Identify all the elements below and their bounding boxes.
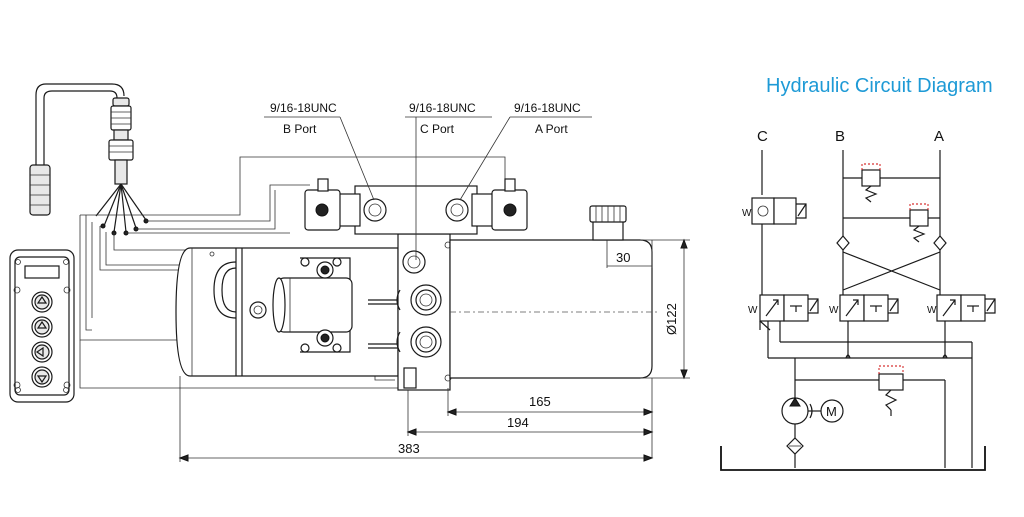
pendant-button-4 xyxy=(31,366,53,388)
pump-manifold xyxy=(396,233,452,391)
port-a-label: A Port xyxy=(535,122,568,136)
port-b-label: B Port xyxy=(283,122,317,136)
circuit-port-a: A xyxy=(934,128,944,145)
port-a-thread: 9/16-18UNC xyxy=(514,101,581,115)
directional-valve-c xyxy=(759,294,819,331)
starter-solenoid xyxy=(213,257,353,353)
motor-label: M xyxy=(826,404,837,419)
directional-valve-a xyxy=(936,294,996,322)
electric-motor xyxy=(175,247,399,377)
hydraulic-circuit: W W W W M xyxy=(720,150,996,471)
pendant-button-1 xyxy=(31,291,53,313)
dimension-30: 30 xyxy=(616,250,630,265)
port-leaders xyxy=(264,116,592,201)
circuit-title: Hydraulic Circuit Diagram xyxy=(766,75,993,97)
dimension-165: 165 xyxy=(529,394,551,409)
port-b-thread: 9/16-18UNC xyxy=(270,101,337,115)
remote-pendant xyxy=(9,83,125,403)
spring-mark-1: W xyxy=(742,208,752,219)
reservoir-symbol xyxy=(720,446,986,471)
dimension-194: 194 xyxy=(507,415,529,430)
circuit-port-c: C xyxy=(757,128,768,145)
cable-connector xyxy=(95,97,149,236)
port-c-label: C Port xyxy=(420,122,455,136)
pendant-label-plate xyxy=(24,265,60,279)
dimension-lines xyxy=(178,238,690,462)
directional-valve-b xyxy=(839,294,899,322)
valve-block xyxy=(304,150,528,260)
port-c-thread: 9/16-18UNC xyxy=(409,101,476,115)
dimension-diameter-122: Ø122 xyxy=(664,303,679,335)
circuit-port-b: B xyxy=(835,128,845,145)
spring-mark-3: W xyxy=(829,305,839,316)
spring-mark-2: W xyxy=(748,305,758,316)
spring-mark-4: W xyxy=(927,305,937,316)
pendant-button-3 xyxy=(31,341,53,363)
pendant-button-2 xyxy=(31,316,53,338)
motor-symbol xyxy=(820,399,844,423)
wiring-lines xyxy=(79,156,506,389)
oil-tank xyxy=(449,205,660,379)
dimension-383: 383 xyxy=(398,441,420,456)
